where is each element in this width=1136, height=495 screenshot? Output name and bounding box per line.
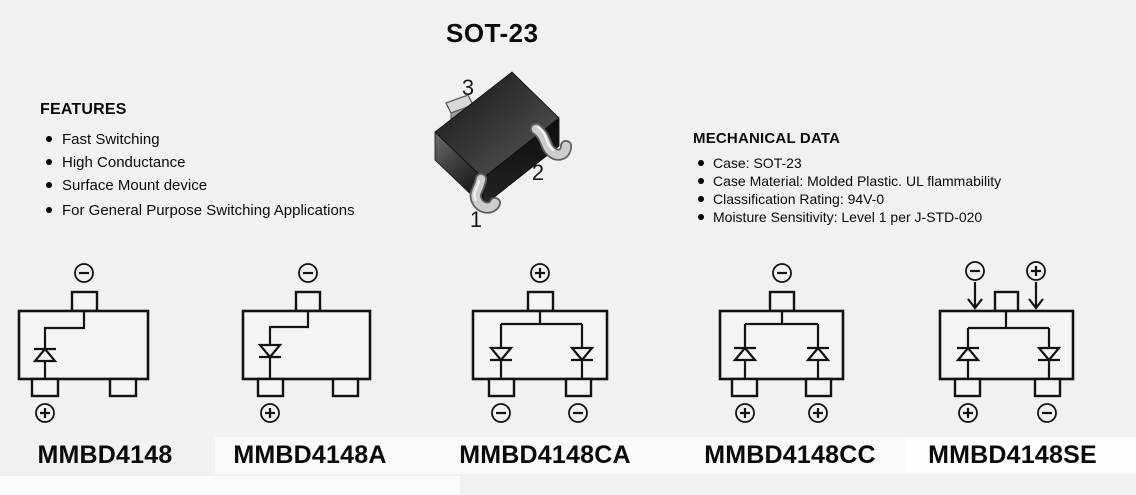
pin-number-label: 3 (462, 75, 474, 100)
bullet-icon (698, 178, 704, 184)
bottom-right-pin (804, 377, 833, 398)
lead-1 (469, 173, 501, 214)
pin-number-label: 2 (532, 160, 544, 185)
schematic-svg (471, 263, 609, 423)
feature-text: Fast Switching (62, 131, 160, 148)
package-3d-figure: 3 2 1 (410, 55, 605, 240)
bullet-icon (46, 182, 52, 188)
feature-item: Fast Switching (40, 128, 430, 151)
polarity-plus-icon (958, 403, 978, 423)
wire (966, 360, 1051, 379)
polarity-plus-icon (260, 403, 280, 423)
package-3d-svg: 3 2 1 (434, 71, 572, 232)
mechanical-item: Case: SOT-23 (693, 154, 1123, 172)
polarity-minus-icon (491, 403, 511, 423)
feature-item: High Conductance (40, 151, 430, 174)
diagram-mmbd4148: MMBD4148 (10, 255, 200, 469)
polarity-minus-icon (298, 263, 318, 283)
bullet-icon (46, 159, 52, 165)
mechanical-text: Classification Rating: 94V-0 (713, 191, 885, 207)
polarity-minus-icon (568, 403, 588, 423)
bottom-left-pin (256, 377, 285, 398)
polarity-minus-icon (772, 263, 792, 283)
mechanical-data-list: Case: SOT-23 Case Material: Molded Plast… (693, 154, 1123, 226)
bullet-icon (698, 160, 704, 166)
bottom-right-pin (108, 377, 138, 398)
feature-text: For General Purpose Switching Applicatio… (62, 202, 355, 219)
mechanical-item: Classification Rating: 94V-0 (693, 190, 1123, 208)
schematic-svg (718, 263, 845, 423)
top-pin (294, 290, 322, 313)
bullet-icon (46, 136, 52, 142)
polarity-minus-icon (74, 263, 94, 283)
part-label: MMBD4148CA (459, 441, 631, 469)
polarity-plus-icon (808, 403, 828, 423)
bullet-icon (698, 196, 704, 202)
bottom-right-pin (564, 377, 593, 398)
arrow-down-icon (967, 282, 983, 310)
mechanical-item: Case Material: Molded Plastic. UL flamma… (693, 172, 1123, 190)
features-section: FEATURES Fast Switching High Conductance… (40, 101, 430, 222)
wire (268, 311, 310, 345)
pin-number-label: 1 (470, 207, 482, 232)
top-pin (70, 290, 99, 313)
mechanical-data-heading: MECHANICAL DATA (693, 130, 841, 147)
bottom-right-pin (331, 377, 360, 398)
bullet-icon (698, 214, 704, 220)
diagram-mmbd4148cc: MMBD4148CC (685, 255, 895, 469)
part-label: MMBD4148SE (928, 441, 1097, 469)
wire (966, 311, 1051, 348)
wire (499, 311, 584, 348)
wire (743, 311, 820, 348)
polarity-plus-icon (35, 403, 55, 423)
polarity-plus-icon (530, 263, 550, 283)
feature-text: High Conductance (62, 154, 186, 171)
bottom-left-pin (487, 377, 516, 398)
polarity-minus-icon (1037, 403, 1057, 423)
bottom-left-pin (953, 377, 982, 398)
schematic-svg (17, 263, 150, 423)
highlight-band (905, 438, 1136, 472)
mechanical-text: Case Material: Molded Plastic. UL flamma… (713, 173, 1002, 189)
diagram-mmbd4148ca: MMBD4148CA (440, 255, 650, 469)
features-heading: FEATURES (40, 101, 127, 118)
wire (499, 360, 584, 379)
polarity-plus-icon (1026, 261, 1046, 281)
feature-text: Surface Mount device (62, 177, 208, 194)
top-pin (993, 290, 1020, 313)
schematic-svg (938, 261, 1075, 423)
arrow-down-icon (1028, 282, 1044, 310)
bottom-left-pin (730, 377, 759, 398)
diagram-mmbd4148se: MMBD4148SE (905, 255, 1120, 469)
mechanical-text: Moisture Sensitivity: Level 1 per J-STD-… (713, 209, 983, 225)
wire (43, 311, 86, 349)
part-label: MMBD4148CC (704, 441, 876, 469)
highlight-band (0, 476, 460, 495)
wire (743, 360, 820, 379)
top-pin (768, 290, 796, 313)
polarity-minus-icon (965, 261, 985, 281)
diagram-mmbd4148a: MMBD4148A (215, 255, 405, 469)
lead-2 (530, 123, 572, 161)
bottom-left-pin (30, 377, 60, 398)
part-label: MMBD4148 (37, 441, 173, 469)
feature-item: Surface Mount device (40, 174, 430, 197)
mechanical-text: Case: SOT-23 (713, 155, 802, 171)
schematic-svg (241, 263, 372, 423)
top-pin (526, 290, 555, 313)
bullet-icon (46, 207, 52, 213)
polarity-plus-icon (735, 403, 755, 423)
mechanical-item: Moisture Sensitivity: Level 1 per J-STD-… (693, 208, 1123, 226)
features-list: Fast Switching High Conductance Surface … (40, 128, 430, 222)
part-label: MMBD4148A (233, 441, 387, 469)
feature-item: For General Purpose Switching Applicatio… (40, 199, 430, 222)
bottom-right-pin (1033, 377, 1062, 398)
page-title: SOT-23 (446, 18, 539, 48)
mechanical-data-section: MECHANICAL DATA Case: SOT-23 Case Materi… (693, 130, 1123, 226)
